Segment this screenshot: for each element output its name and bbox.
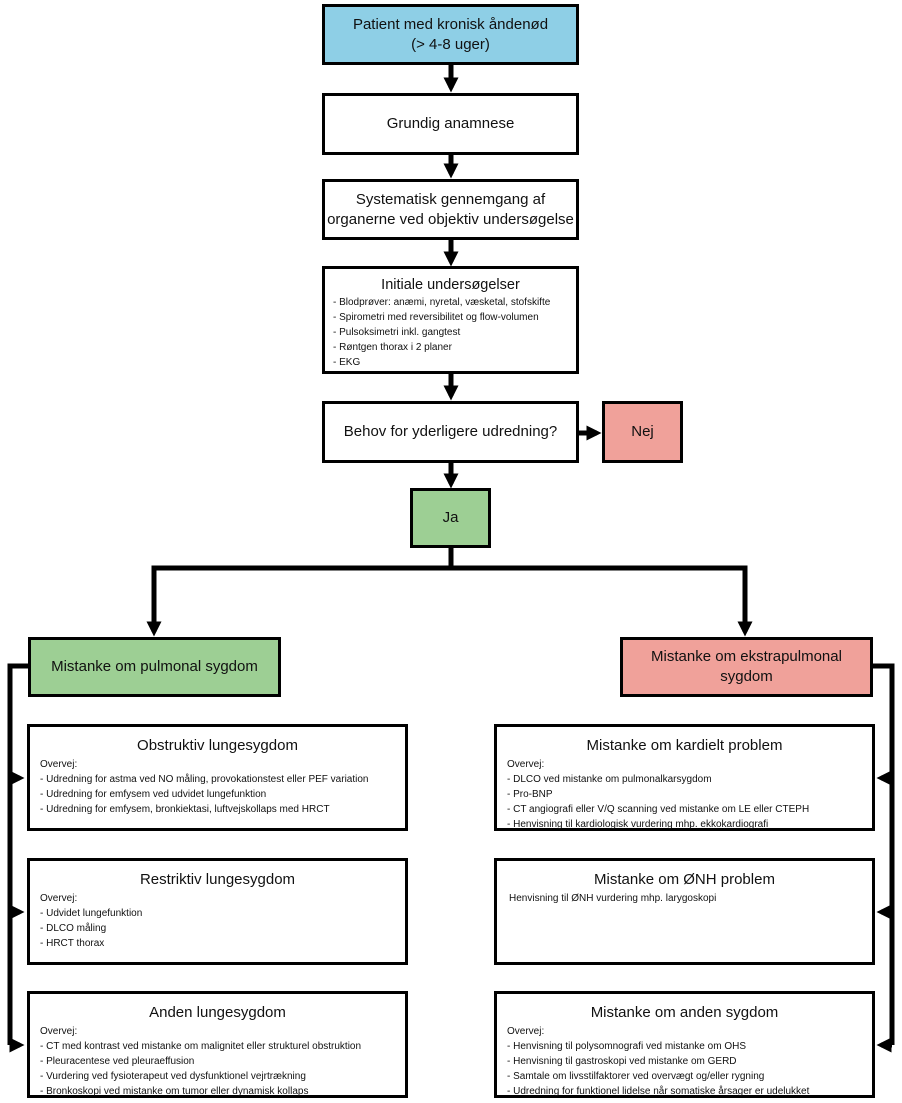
nej-label: Nej [631,423,654,440]
restriktiv-title: Restriktiv lungesygdom [139,871,296,888]
ja-label: Ja [442,509,459,526]
list-item: - Udredning for astma ved NO måling, pro… [40,774,369,785]
list-item: - Henvisning til gastroskopi ved mistank… [507,1056,737,1067]
list-item: - Udredning for emfysem, bronkiektasi, l… [40,804,330,815]
anden-sygdom-title: Mistanke om anden sygdom [590,1004,779,1021]
list-item: - Blodprøver: anæmi, nyretal, væsketal, … [333,297,551,308]
list-item: - Pro-BNP [507,789,553,800]
obstruktiv-list: - Udredning for astma ved NO måling, pro… [30,772,405,817]
anden-lunge-title: Anden lungesygdom [149,1004,286,1021]
overvej-label: Overvej: [507,759,545,770]
list-item: - Udvidet lungefunktion [40,908,143,919]
onh-title: Mistanke om ØNH problem [594,871,775,888]
list-item: - Henvisning til polysomnografi ved mist… [507,1041,746,1052]
list-item: - DLCO ved mistanke om pulmonalkarsygdom [507,774,712,785]
overvej-label: Overvej: [40,893,78,904]
list-item: - Udredning for funktionel lidelse når s… [507,1086,810,1097]
anden-lunge-node: Anden lungesygdom Overvej: - CT med kont… [27,991,408,1098]
list-item: - Pleuracentese ved pleuraeffusion [40,1056,195,1067]
overvej-label: Overvej: [40,759,78,770]
kardielt-node: Mistanke om kardielt problem Overvej: - … [494,724,875,831]
left-spine [7,663,28,1045]
anamnese-label: Grundig anamnese [386,115,515,132]
list-item: - DLCO måling [40,923,107,934]
kardielt-title: Mistanke om kardielt problem [586,737,783,754]
overvej-label: Overvej: [507,1026,545,1037]
objektiv-line2: organerne ved objektiv undersøgelse [327,210,574,228]
list-item: - Udredning for emfysem ved udvidet lung… [40,789,267,800]
list-item: - Spirometri med reversibilitet og flow-… [333,312,539,323]
start-line1: Patient med kronisk åndenød [352,15,549,33]
list-item: - EKG [333,357,361,368]
ekstrapulmonal-label: Mistanke om ekstrapulmonal sygdom [651,648,842,685]
initiale-node: Initiale undersøgelser - Blodprøver: anæ… [322,266,579,374]
start-node: Patient med kronisk åndenød (> 4-8 uger) [322,4,579,65]
initiale-list: - Blodprøver: anæmi, nyretal, væsketal, … [325,295,576,370]
obstruktiv-title: Obstruktiv lungesygdom [137,737,298,754]
list-item: - CT angiografi eller V/Q scanning ved m… [507,804,810,815]
start-line2: (> 4-8 uger) [411,35,490,53]
objektiv-line1: Systematisk gennemgang af [355,190,546,208]
list-item: - Bronkoskopi ved mistanke om tumor elle… [40,1086,309,1097]
anamnese-node: Grundig anamnese [322,93,579,155]
right-spine [873,663,895,1045]
list-item: - Pulsoksimetri inkl. gangtest [333,327,461,338]
nej-node: Nej [602,401,683,463]
branch-to-ekstrapulmonal [451,565,753,637]
behov-node: Behov for yderligere udredning? [322,401,579,463]
behov-label: Behov for yderligere udredning? [343,423,558,440]
list-item: - Henvisning til kardiologisk vurdering … [507,819,769,830]
obstruktiv-node: Obstruktiv lungesygdom Overvej: - Udredn… [27,724,408,831]
anden-lunge-list: - CT med kontrast ved mistanke om malign… [30,1039,405,1099]
restriktiv-list: - Udvidet lungefunktion - DLCO måling - … [30,906,405,951]
list-item: - CT med kontrast ved mistanke om malign… [40,1041,362,1052]
pulmonal-label: Mistanke om pulmonal sygdom [51,658,258,675]
list-item: - Røntgen thorax i 2 planer [333,342,452,353]
list-item: - HRCT thorax [40,938,105,949]
pulmonal-node: Mistanke om pulmonal sygdom [28,637,281,697]
branch-to-pulmonal [146,548,454,637]
objektiv-node: Systematisk gennemgang af organerne ved … [322,179,579,240]
onh-node: Mistanke om ØNH problem Henvisning til Ø… [494,858,875,965]
overvej-label: Overvej: [40,1026,78,1037]
initiale-title: Initiale undersøgelser [381,277,520,293]
ja-node: Ja [410,488,491,548]
list-item: - Vurdering ved fysioterapeut ved dysfun… [40,1071,306,1082]
kardielt-list: - DLCO ved mistanke om pulmonalkarsygdom… [497,772,872,832]
anden-sygdom-node: Mistanke om anden sygdom Overvej: - Henv… [494,991,875,1098]
onh-text: Henvisning til ØNH vurdering mhp. larygo… [509,893,717,904]
restriktiv-node: Restriktiv lungesygdom Overvej: - Udvide… [27,858,408,965]
list-item: - Samtale om livsstilfaktorer ved overvæ… [507,1071,765,1082]
anden-sygdom-list: - Henvisning til polysomnografi ved mist… [497,1039,872,1099]
ekstrapulmonal-node: Mistanke om ekstrapulmonal sygdom [620,637,873,697]
